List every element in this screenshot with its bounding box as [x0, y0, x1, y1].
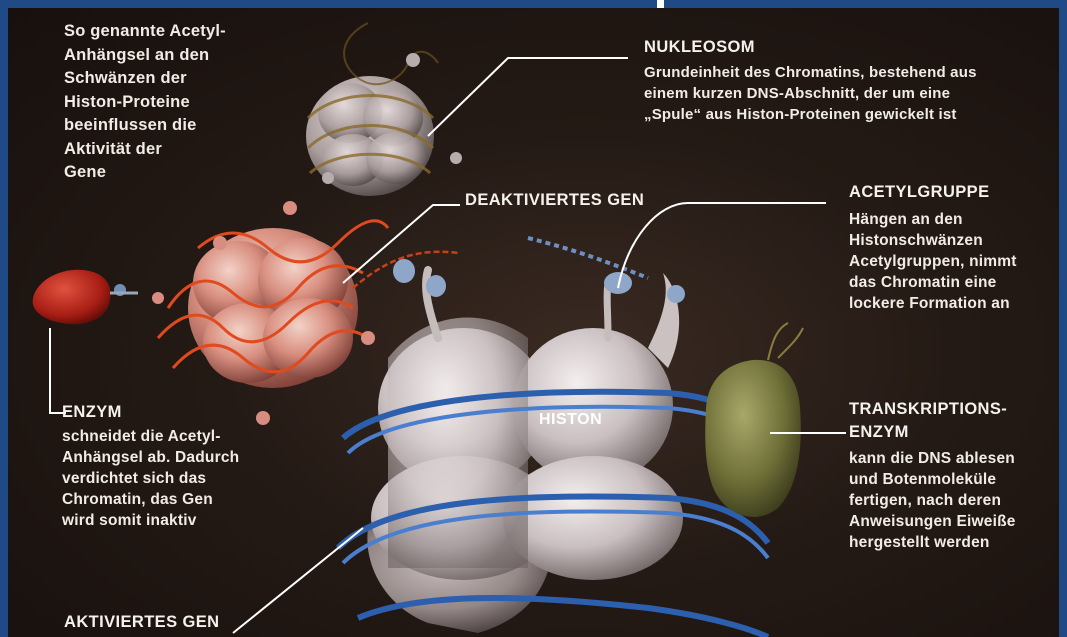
acetylgruppe-description: Hängen an den Histonschwänzen Acetylgrup… — [849, 209, 1054, 314]
transcription-enzyme-figure — [705, 323, 803, 517]
diagram-panel: So genannte Acetyl- Anhängsel an den Sch… — [8, 8, 1059, 637]
transkriptionsenzym-title: TRANSKRIPTIONS- ENZYM — [849, 398, 1007, 444]
acetylgruppe-title: ACETYLGRUPPE — [849, 181, 989, 204]
aktiviertes-gen-label: AKTIVIERTES GEN — [64, 611, 219, 634]
histon-figure — [338, 238, 768, 637]
deaktiviertes-gen-label: DEAKTIVIERTES GEN — [465, 189, 644, 212]
enzyme-figure — [33, 270, 138, 325]
nukleosom-title: NUKLEOSOM — [644, 36, 755, 59]
nukleosom-description: Grundeinheit des Chromatins, bestehend a… — [644, 62, 1054, 125]
enzym-title: ENZYM — [62, 401, 122, 424]
enzym-description: schneidet die Acetyl- Anhängsel ab. Dadu… — [62, 426, 292, 531]
histon-label: HISTON — [539, 411, 602, 429]
transkriptionsenzym-description: kann die DNS ablesen und Botenmoleküle f… — [849, 448, 1054, 553]
intro-text: So genannte Acetyl- Anhängsel an den Sch… — [64, 20, 294, 185]
nucleosome-figure — [306, 23, 462, 196]
